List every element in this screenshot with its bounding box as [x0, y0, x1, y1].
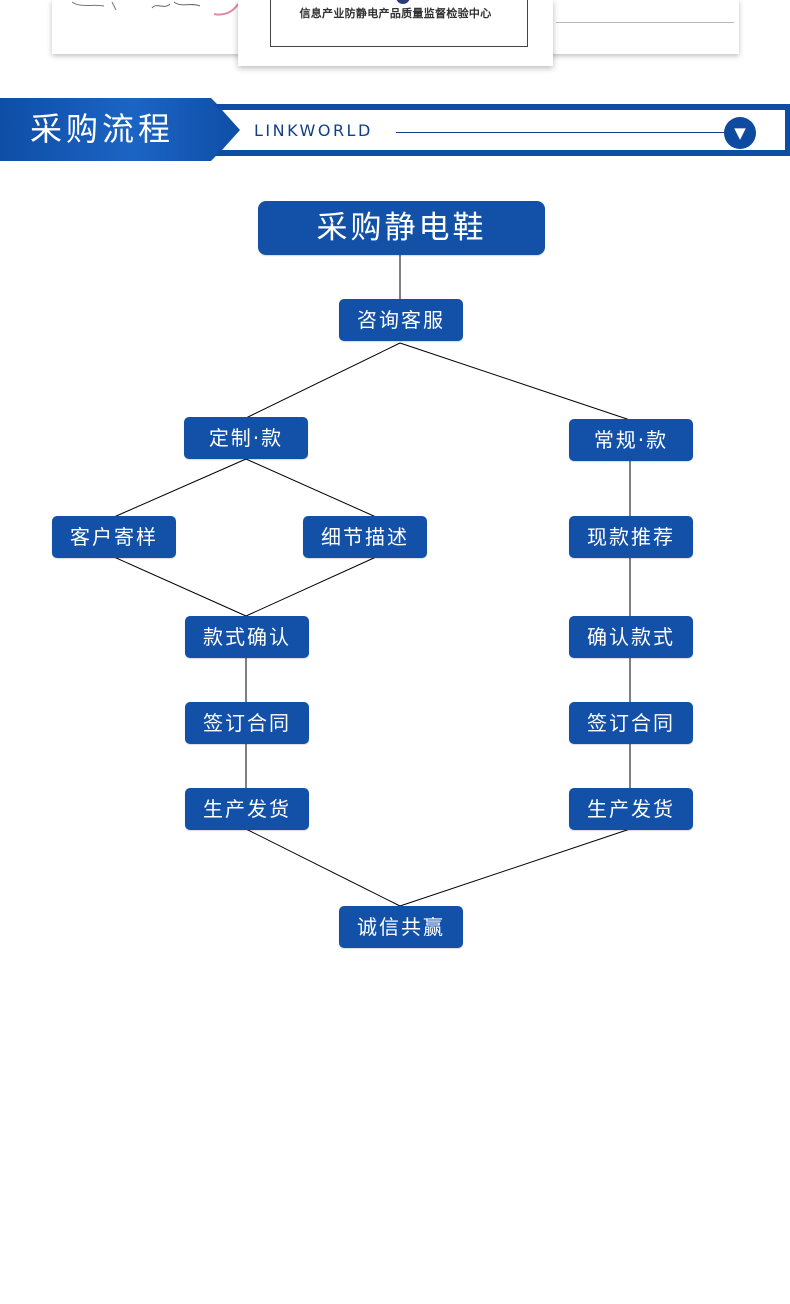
connector-custom-detail: [245, 458, 377, 518]
section-header-tab: [0, 98, 242, 161]
seal-icon: [396, 0, 410, 4]
certificate-right-page: [540, 0, 739, 54]
chevron-down-circle-icon: ▼: [724, 117, 756, 149]
certificate-center-page: 信息产业防静电产品质量监督检验中心: [238, 0, 553, 66]
certificate-issuer: 信息产业防静电产品质量监督检验中心: [299, 7, 492, 20]
connector-consult-custom: [245, 342, 401, 419]
connector-sample-confirm: [113, 556, 247, 617]
brand-label: LINKWORLD: [254, 121, 373, 140]
section-header-frame-inner: [222, 110, 785, 150]
node-custom: 定制·款: [184, 417, 308, 459]
signature-scribble: [71, 1, 239, 16]
certificate-left-page: [52, 0, 252, 54]
connector-custom-sample: [113, 458, 247, 518]
node-contract-right: 签订合同: [569, 702, 693, 744]
node-start: 采购静电鞋: [258, 201, 545, 255]
node-sample: 客户寄样: [52, 516, 176, 558]
node-regular: 常规·款: [569, 419, 693, 461]
connector-consult-regular: [399, 342, 631, 421]
node-produce-right: 生产发货: [569, 788, 693, 830]
node-confirm-left: 款式确认: [185, 616, 309, 658]
header-divider-line: [396, 132, 726, 133]
connector-detail-confirm: [245, 556, 377, 617]
section-title: 采购流程: [30, 110, 175, 148]
connector-produce-left-end: [245, 828, 401, 907]
connector-produce-right-end: [399, 828, 631, 907]
node-produce-left: 生产发货: [185, 788, 309, 830]
certificate-rule-line: [556, 22, 734, 23]
node-contract-left: 签订合同: [185, 702, 309, 744]
node-confirm-right: 确认款式: [569, 616, 693, 658]
certificate-frame: [270, 0, 528, 47]
node-consult: 咨询客服: [339, 299, 463, 341]
node-end: 诚信共赢: [339, 906, 463, 948]
node-detail: 细节描述: [303, 516, 427, 558]
node-recommend: 现款推荐: [569, 516, 693, 558]
